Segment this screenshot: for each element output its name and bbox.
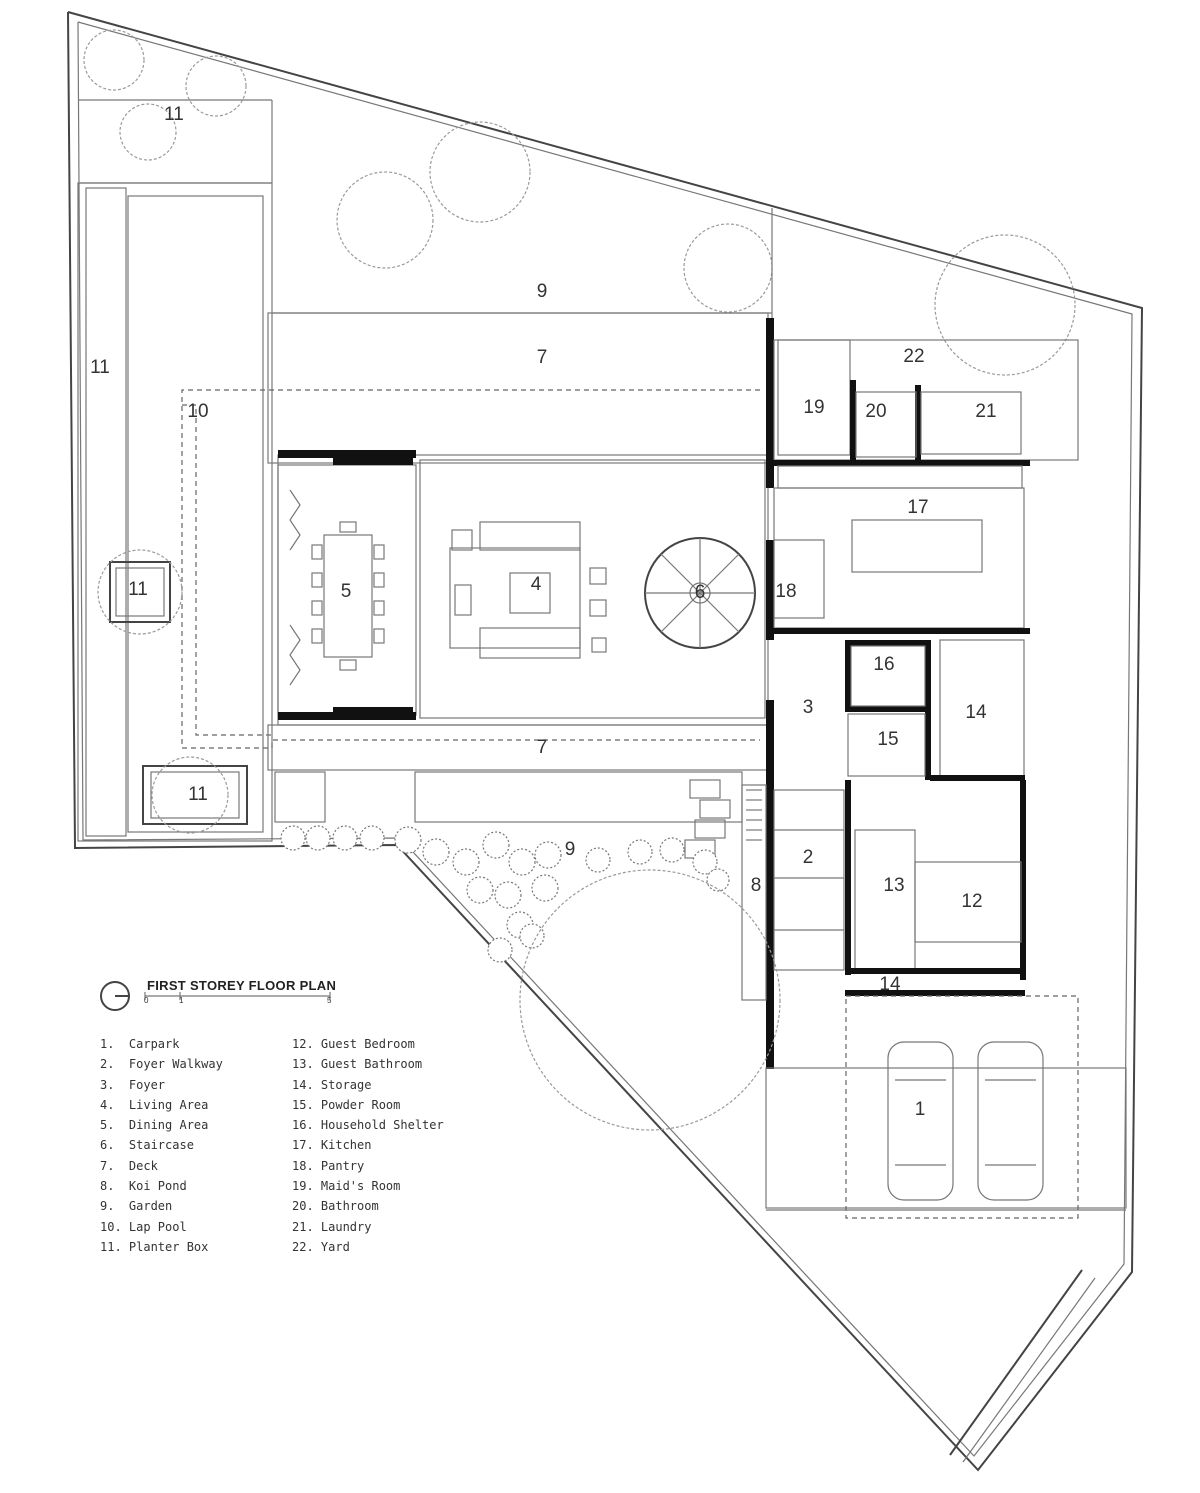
legend-item: 7. Deck [100,1158,158,1173]
legend-list-right: 12. Guest Bedroom 13. Guest Bathroom 14.… [292,1034,444,1257]
room-number-label: 8 [751,875,762,896]
room-number-label: 20 [865,401,886,422]
room-number-label: 12 [961,891,982,912]
scale-label-1: 1 [179,996,184,1005]
legend: FIRST STOREY FLOOR PLAN 0 1 5 1. Carpark… [100,972,520,1262]
room-number-label: 9 [537,281,548,302]
legend-item: 1. Carpark [100,1037,180,1051]
legend-item: 11. Planter Box [100,1239,209,1254]
legend-item: 16. Household Shelter [292,1118,444,1133]
room-number-label: 4 [531,574,542,595]
legend-list-left: 1. Carpark 2. Foyer Walkway 3. Foyer 4. … [100,1034,223,1257]
legend-item: 6. Staircase [100,1138,194,1153]
legend-item: 12. Guest Bedroom [292,1037,415,1051]
legend-item: 21. Laundry [292,1219,372,1234]
room-number-label: 11 [188,784,208,805]
room-number-label: 18 [775,581,796,602]
legend-item: 10. Lap Pool [100,1219,187,1234]
room-number-label: 10 [187,401,208,422]
room-number-label: 13 [883,875,904,896]
room-number-label: 11 [128,579,148,600]
north-marker [100,981,331,1011]
scale-label-0: 0 [144,996,149,1005]
legend-item: 3. Foyer [100,1077,166,1092]
legend-item: 15. Powder Room [292,1097,401,1112]
planter-strip-left [77,99,273,842]
site-boundary [67,11,1144,1472]
room-number-label: 19 [803,397,824,418]
spiral-staircase [644,537,756,649]
room-number-label: 15 [877,729,898,750]
legend-item: 4. Living Area [100,1097,209,1112]
legend-item: 22. Yard [292,1239,350,1254]
room-number-label: 7 [537,347,548,368]
room-number-label: 7 [537,737,548,758]
living-furniture [449,521,607,659]
room-number-label: 21 [975,401,996,422]
legend-item: 5. Dining Area [100,1118,209,1133]
scale-label-5: 5 [327,996,332,1005]
room-number-label: 14 [879,974,901,995]
room-number-label: 9 [565,839,576,860]
deck-lower [267,724,769,771]
room-number-label: 22 [903,346,924,367]
legend-item: 14. Storage [292,1077,372,1092]
trees-top [83,29,1076,376]
legend-item: 13. Guest Bathroom [292,1057,423,1072]
plan-title: FIRST STOREY FLOOR PLAN [147,978,337,993]
room-number-label: 3 [803,697,814,718]
room-number-label: 11 [164,104,184,125]
planter-box-lower [142,756,248,834]
legend-item: 19. Maid's Room [292,1179,401,1194]
room-number-label: 14 [965,702,987,723]
room-number-label: 2 [803,847,814,868]
room-number-label: 6 [695,582,706,603]
legend-item: 9. Garden [100,1199,173,1214]
service-block [766,318,1079,1069]
legend-item: 17. Kitchen [292,1138,372,1153]
legend-item: 2. Foyer Walkway [100,1057,223,1072]
deck-upper [267,312,769,464]
carpark [765,995,1127,1463]
lap-pool-outline [181,389,760,749]
garden-shrubs [274,771,781,1131]
legend-item: 20. Bathroom [292,1199,379,1214]
room-number-label: 1 [915,1099,926,1120]
dining-table [289,489,385,686]
room-number-label: 11 [90,357,110,378]
room-number-label: 17 [907,497,928,518]
room-number-label: 5 [341,581,352,602]
legend-item: 18. Pantry [292,1158,365,1173]
legend-item: 8. Koi Pond [100,1179,187,1194]
planter-box-square [97,549,183,635]
room-number-label: 16 [873,654,894,675]
